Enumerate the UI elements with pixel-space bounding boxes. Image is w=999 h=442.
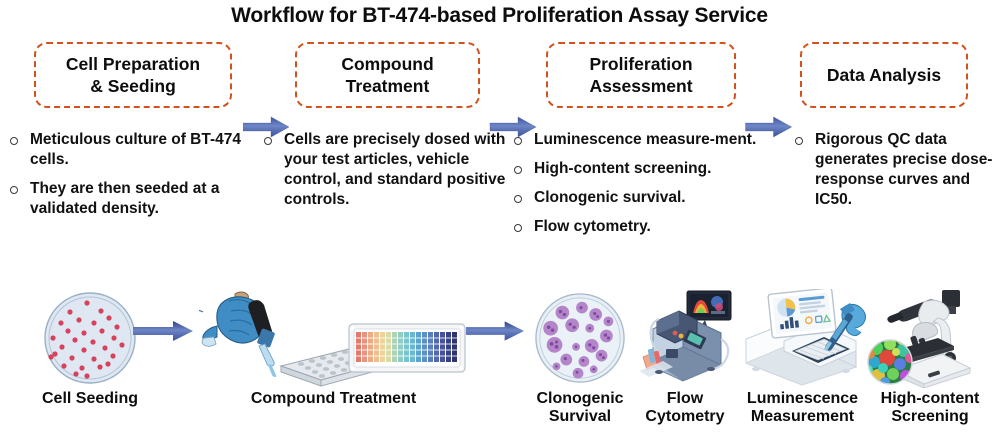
- illustration-luminescence-measurement: Luminescence Measurement: [735, 288, 870, 427]
- stage-box-cell-preparation[interactable]: Cell Preparation & Seeding: [34, 42, 232, 108]
- bullet-circle-icon: [264, 137, 272, 145]
- pipette-microplate-icon: [196, 288, 471, 388]
- stage-arrow-2-icon: [489, 116, 537, 138]
- list-item: Luminescence measure-ment.: [514, 130, 794, 150]
- illustration-cell-seeding: Cell Seeding: [10, 288, 170, 408]
- microscope-icon: [865, 288, 995, 388]
- bullet-description-row: Meticulous culture of BT-474 cells. They…: [0, 130, 999, 280]
- illustration-caption: Luminescence Measurement: [746, 390, 859, 426]
- illustration-caption: Clonogenic Survival: [536, 390, 624, 426]
- bullet-text: High-content screening.: [534, 160, 712, 178]
- illustration-row: Cell Seeding: [0, 288, 999, 442]
- illustration-arrow-1-icon: [133, 320, 193, 342]
- list-item: Cells are precisely dosed with your test…: [264, 130, 512, 211]
- bullet-circle-icon: [514, 224, 522, 233]
- stage-label: Proliferation Assessment: [589, 53, 693, 96]
- illustration-caption: Cell Seeding: [41, 390, 139, 407]
- petri-dish-cells-icon: [10, 288, 170, 388]
- illustration-high-content-screening: High-content Screening: [865, 288, 995, 427]
- bullet-circle-icon: [10, 137, 18, 145]
- list-item: Clonogenic survival.: [514, 188, 794, 208]
- bullet-text: Clonogenic survival.: [534, 189, 686, 207]
- bullet-column-compound-treatment: Cells are precisely dosed with your test…: [264, 130, 512, 220]
- list-item: Meticulous culture of BT-474 cells.: [10, 130, 260, 170]
- petri-dish-colonies-icon: [520, 288, 640, 388]
- stage-arrow-1-icon: [243, 116, 289, 138]
- bullet-column-data-analysis: Rigorous QC data generates precise dose-…: [795, 130, 995, 220]
- page-title: Workflow for BT-474-based Proliferation …: [231, 4, 768, 27]
- bullet-circle-icon: [514, 166, 522, 175]
- flow-cytometer-icon: [630, 288, 740, 388]
- illustration-clonogenic-survival: Clonogenic Survival: [520, 288, 640, 427]
- stage-box-compound-treatment[interactable]: Compound Treatment: [295, 42, 480, 108]
- illustration-flow-cytometry: Flow Cytometry: [630, 288, 740, 427]
- stage-box-data-analysis[interactable]: Data Analysis: [800, 42, 968, 108]
- stage-box-proliferation-assessment[interactable]: Proliferation Assessment: [546, 42, 736, 108]
- list-item: Rigorous QC data generates precise dose-…: [795, 130, 995, 211]
- bullet-column-proliferation-assessment: Luminescence measure-ment. High-content …: [514, 130, 794, 247]
- bullet-circle-icon: [514, 195, 522, 204]
- list-item: High-content screening.: [514, 159, 794, 179]
- bullet-text: Luminescence measure-ment.: [534, 131, 757, 148]
- bullet-circle-icon: [10, 186, 18, 195]
- stage-label: Data Analysis: [826, 64, 942, 85]
- stage-arrow-3-icon: [745, 116, 792, 138]
- bullet-column-cell-preparation: Meticulous culture of BT-474 cells. They…: [10, 130, 260, 229]
- illustration-caption: Compound Treatment: [250, 390, 417, 407]
- bullet-text: Cells are precisely dosed with your test…: [284, 131, 506, 209]
- bullet-text: Flow cytometry.: [534, 218, 651, 236]
- list-item: Flow cytometry.: [514, 217, 794, 237]
- stage-label: Cell Preparation & Seeding: [65, 53, 201, 96]
- bullet-text: Meticulous culture of BT-474 cells.: [30, 131, 242, 169]
- plate-reader-icon: [735, 288, 870, 388]
- workflow-stage-row: Cell Preparation & Seeding Compound Trea…: [0, 42, 999, 138]
- illustration-caption: Flow Cytometry: [645, 390, 725, 426]
- illustration-compound-treatment: Compound Treatment: [196, 288, 471, 408]
- illustration-caption: High-content Screening: [880, 390, 980, 426]
- bullet-circle-icon: [795, 137, 803, 145]
- stage-label: Compound Treatment: [341, 53, 434, 96]
- bullet-text: They are then seeded at a validated dens…: [30, 180, 220, 218]
- list-item: They are then seeded at a validated dens…: [10, 179, 260, 219]
- bullet-text: Rigorous QC data generates precise dose-…: [815, 131, 993, 209]
- illustration-arrow-2-icon: [466, 320, 524, 342]
- bullet-circle-icon: [514, 137, 522, 145]
